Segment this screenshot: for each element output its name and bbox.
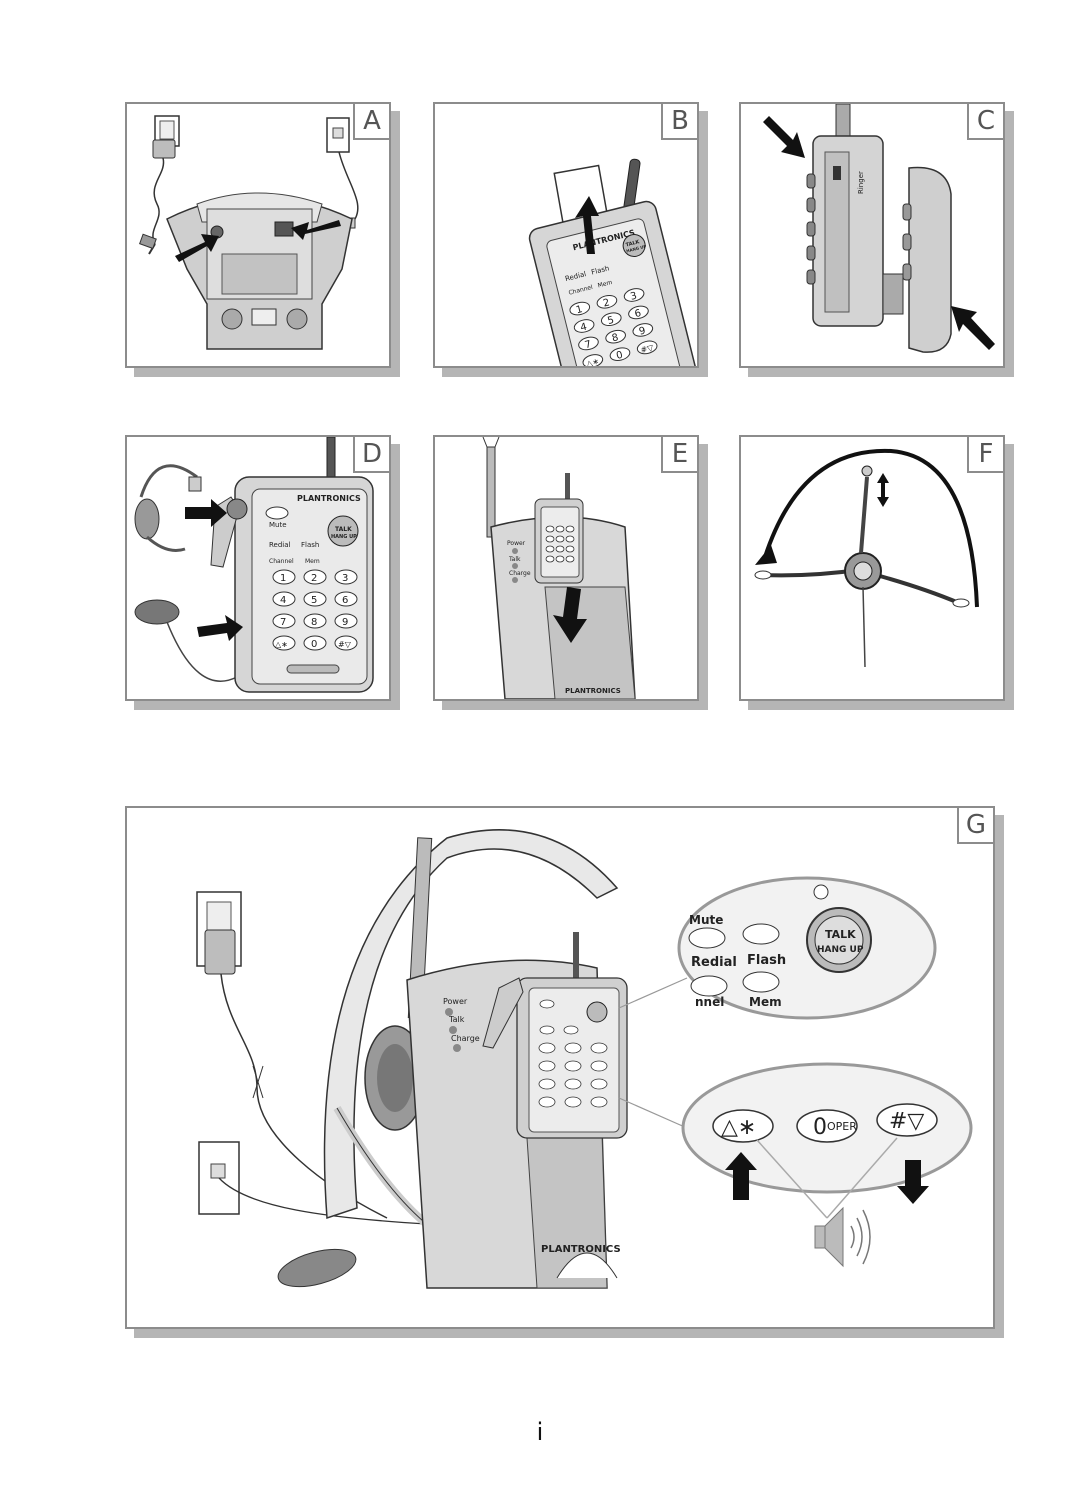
key-hash: #▽ xyxy=(338,640,352,649)
key-9: 9 xyxy=(638,325,647,337)
hang-up-label: HANG UP xyxy=(817,945,864,955)
key-5: 5 xyxy=(311,595,317,606)
talk-label: TALK xyxy=(825,928,856,941)
key-star: △∗ xyxy=(275,640,288,649)
page-number: i xyxy=(536,1418,544,1446)
right-arrow-icon xyxy=(197,615,243,641)
key-2: 2 xyxy=(311,573,317,584)
brand-label: PLANTRONICS xyxy=(541,1244,621,1255)
channel-label: Channel xyxy=(269,558,294,565)
panel-letter: G xyxy=(957,808,993,844)
panel-letter: E xyxy=(661,437,697,473)
panel-c: Ringer C xyxy=(739,102,1005,368)
battery-insert-illustration: PLANTRONICS TALK HANG UP Redial Flash Ch… xyxy=(528,158,697,366)
key-7: 7 xyxy=(584,339,593,351)
panel-letter: A xyxy=(353,104,389,140)
mute-label: Mute xyxy=(689,913,723,927)
up-left-arrow-icon xyxy=(951,306,995,350)
up-arrow-icon xyxy=(725,1152,757,1200)
up-arrow-icon xyxy=(575,196,599,254)
system-overview-illustration: Power Talk Charge PLANTRONICS Mute Redia… xyxy=(196,829,973,1289)
channel-fragment-label: nnel xyxy=(695,995,724,1009)
panel-letter: F xyxy=(967,437,1003,473)
headset-connect-illustration: PLANTRONICS Mute TALK HANG UP Redial Fla… xyxy=(134,437,374,693)
key-8: 8 xyxy=(311,617,317,628)
talk-label: Talk xyxy=(508,556,521,563)
key-1: 1 xyxy=(575,304,584,316)
key-0: 0 xyxy=(311,639,317,650)
right-arrow-icon xyxy=(185,499,227,527)
talk-label: Talk xyxy=(448,1015,465,1024)
talk-label: TALK xyxy=(625,239,641,248)
key-star: △∗ xyxy=(585,357,600,366)
key-7: 7 xyxy=(280,617,286,628)
down-arrow-icon xyxy=(897,1160,929,1204)
key-hash: #▽ xyxy=(889,1109,924,1134)
flash-label: Flash xyxy=(747,953,786,968)
key-6: 6 xyxy=(342,595,348,606)
key-2: 2 xyxy=(602,297,611,309)
key-5: 5 xyxy=(606,315,615,327)
panel-b: PLANTRONICS TALK HANG UP Redial Flash Ch… xyxy=(433,102,699,368)
key-1: 1 xyxy=(280,573,286,584)
brand-label: PLANTRONICS xyxy=(297,494,361,503)
headset-adjust-illustration xyxy=(754,448,979,668)
mem-label: Mem xyxy=(305,558,320,565)
mute-label: Mute xyxy=(269,521,287,529)
panel-e: Power Talk Charge PLANTRONICS E xyxy=(433,435,699,701)
ringer-label: Ringer xyxy=(857,171,865,194)
handset-clip-illustration: Ringer xyxy=(763,104,995,353)
key-9: 9 xyxy=(342,617,348,628)
key-0: 0 xyxy=(813,1115,827,1140)
key-8: 8 xyxy=(611,332,620,344)
mem-label: Mem xyxy=(749,995,782,1009)
key-3: 3 xyxy=(629,291,638,303)
key-6: 6 xyxy=(634,308,643,320)
panel-letter: C xyxy=(967,104,1003,140)
key-3: 3 xyxy=(342,573,348,584)
key-hash: #▽ xyxy=(640,343,655,355)
charge-label: Charge xyxy=(509,570,531,577)
oper-label: OPER xyxy=(827,1120,857,1133)
hang-up-label: HANG UP xyxy=(331,534,357,540)
base-rear-illustration xyxy=(139,115,359,350)
handset-dock-illustration: Power Talk Charge PLANTRONICS xyxy=(482,437,636,699)
panel-g: Power Talk Charge PLANTRONICS Mute Redia… xyxy=(125,806,995,1329)
flash-label: Flash xyxy=(301,541,319,549)
speaker-volume-icon xyxy=(814,1206,871,1268)
panel-letter: D xyxy=(353,437,389,473)
power-label: Power xyxy=(443,997,468,1006)
key-4: 4 xyxy=(280,595,286,606)
down-arrow-icon xyxy=(553,587,587,643)
panel-letter: B xyxy=(661,104,697,140)
hang-up-label: HANG UP xyxy=(626,244,647,254)
charge-label: Charge xyxy=(451,1034,480,1043)
talk-label: TALK xyxy=(335,526,352,533)
key-0: 0 xyxy=(615,350,624,362)
mem-label: Mem xyxy=(597,279,613,289)
key-4: 4 xyxy=(579,322,588,334)
panel-d: PLANTRONICS Mute TALK HANG UP Redial Fla… xyxy=(125,435,391,701)
power-label: Power xyxy=(507,540,526,547)
panel-f: F xyxy=(739,435,1005,701)
panel-a: A xyxy=(125,102,391,368)
brand-label: PLANTRONICS xyxy=(565,687,621,695)
down-right-arrow-icon xyxy=(763,116,805,158)
key-star: △∗ xyxy=(721,1115,756,1140)
redial-label: Redial xyxy=(691,955,737,970)
up-down-arrow-icon xyxy=(877,473,889,507)
redial-label: Redial xyxy=(269,541,291,549)
